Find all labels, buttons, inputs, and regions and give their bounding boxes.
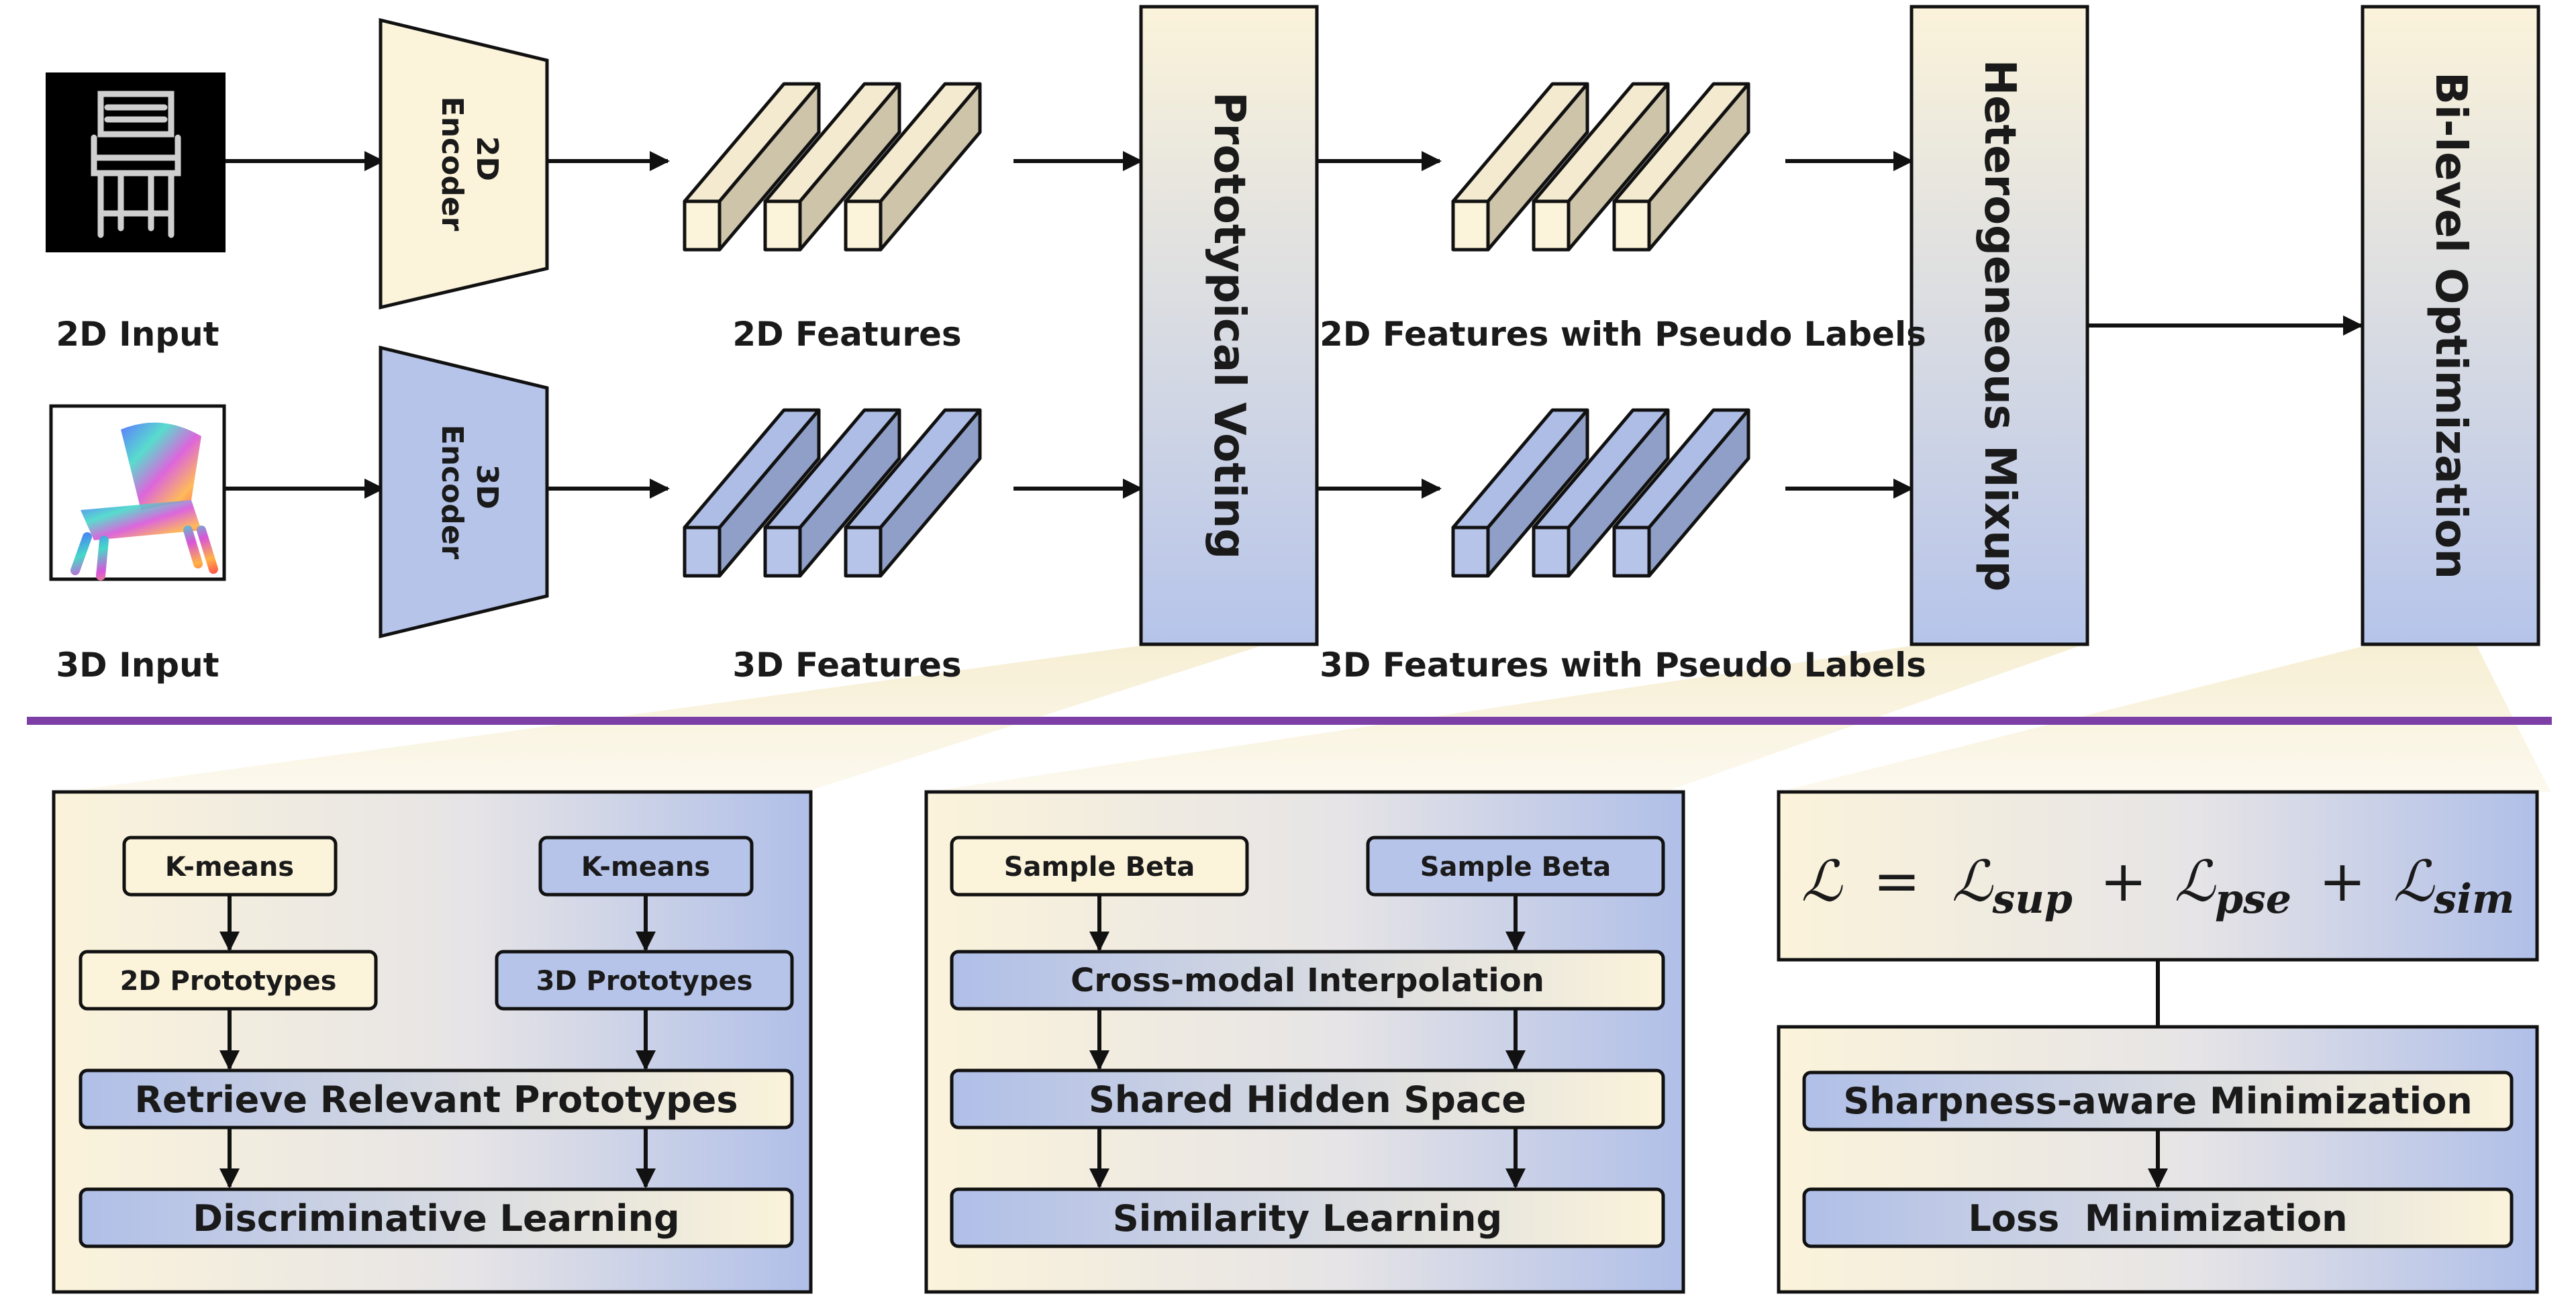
hidden-space-label: Shared Hidden Space [1089, 1079, 1526, 1121]
section-divider [27, 717, 2552, 725]
sample-beta-left-label: Sample Beta [1004, 852, 1195, 883]
voting-box [1139, 5, 1319, 646]
feature-bar [1451, 408, 1589, 578]
loss-term-sim: sim [2433, 876, 2514, 923]
chair-photo-icon [91, 91, 181, 238]
encoder-3d-label-line1: 3D [470, 464, 504, 509]
prototypes-3d-label: 3D Prototypes [536, 966, 753, 997]
feature-bar [1532, 408, 1670, 578]
features-2d-label: 2D Features [732, 315, 961, 354]
encoder-2d [379, 17, 549, 310]
interpolation-label: Cross-modal Interpolation [1071, 962, 1544, 999]
loss-min-label: Loss Minimization [1968, 1197, 2347, 1240]
input-3d-label: 3D Input [56, 646, 219, 685]
similarity-box [950, 1187, 1665, 1248]
feature-bar [1451, 82, 1589, 252]
input-3d-image [49, 404, 226, 581]
encoder-2d-label-line2: Encoder [435, 97, 469, 232]
retrieve-box [79, 1068, 794, 1130]
similarity-label: Similarity Learning [1113, 1197, 1502, 1240]
loss-term-sup: sup [1991, 876, 2072, 923]
mixup-label: Heterogeneous Mixup [1975, 60, 2024, 592]
sample-beta-right-label: Sample Beta [1420, 852, 1612, 883]
features-3d-label: 3D Features [732, 646, 961, 685]
features-3d-pseudo [1451, 408, 1750, 578]
chair-pointcloud-icon [70, 422, 218, 581]
pseudo-3d-label: 3D Features with Pseudo Labels [1320, 646, 1926, 685]
loss-min-box [1802, 1187, 2514, 1248]
features-2d-pseudo [1451, 82, 1750, 252]
feature-bar [844, 82, 982, 252]
feature-bar [844, 408, 982, 578]
encoder-2d-label-line1: 2D [470, 136, 504, 181]
prototypes-2d-label: 2D Prototypes [120, 966, 337, 997]
retrieve-label: Retrieve Relevant Prototypes [134, 1079, 738, 1121]
loss-formula: ℒ = ℒsup + ℒpse + ℒsim [1801, 848, 2515, 926]
kmeans-2d-label: K-means [165, 852, 294, 883]
feature-bar [1532, 82, 1670, 252]
loss-box [1777, 790, 2539, 962]
loss-equals: = [1873, 848, 1920, 914]
feature-bar [1612, 82, 1750, 252]
mixup-box [1910, 5, 2089, 646]
encoder-3d [379, 345, 549, 639]
voting-label: Prototypical Voting [1204, 92, 1254, 559]
discriminative-box [79, 1187, 794, 1248]
kmeans-3d-label: K-means [581, 852, 710, 883]
feature-bar [763, 408, 901, 578]
input-2d-label: 2D Input [56, 315, 219, 354]
encoder-3d-label-line2: Encoder [435, 425, 469, 560]
feature-bar [683, 82, 821, 252]
feature-bar [763, 82, 901, 252]
features-2d [683, 82, 982, 252]
svg-text:3D Encoder: 3D Encoder [435, 425, 504, 560]
feature-bar [1612, 408, 1750, 578]
discriminative-label: Discriminative Learning [193, 1197, 679, 1240]
interpolation-box [950, 950, 1665, 1011]
optimization-box [2361, 5, 2540, 646]
loss-symbol: ℒ [1801, 848, 1843, 914]
features-3d [683, 408, 982, 578]
pseudo-2d-label: 2D Features with Pseudo Labels [1320, 315, 1926, 354]
input-2d-image [46, 72, 226, 252]
optimization-label: Bi-level Optimization [2426, 72, 2475, 579]
sam-label: Sharpness-aware Minimization [1843, 1080, 2472, 1122]
loss-term-pse: pse [2215, 876, 2291, 923]
feature-bar [683, 408, 821, 578]
hidden-space-box [950, 1068, 1665, 1130]
svg-text:2D Encoder: 2D Encoder [435, 97, 504, 232]
